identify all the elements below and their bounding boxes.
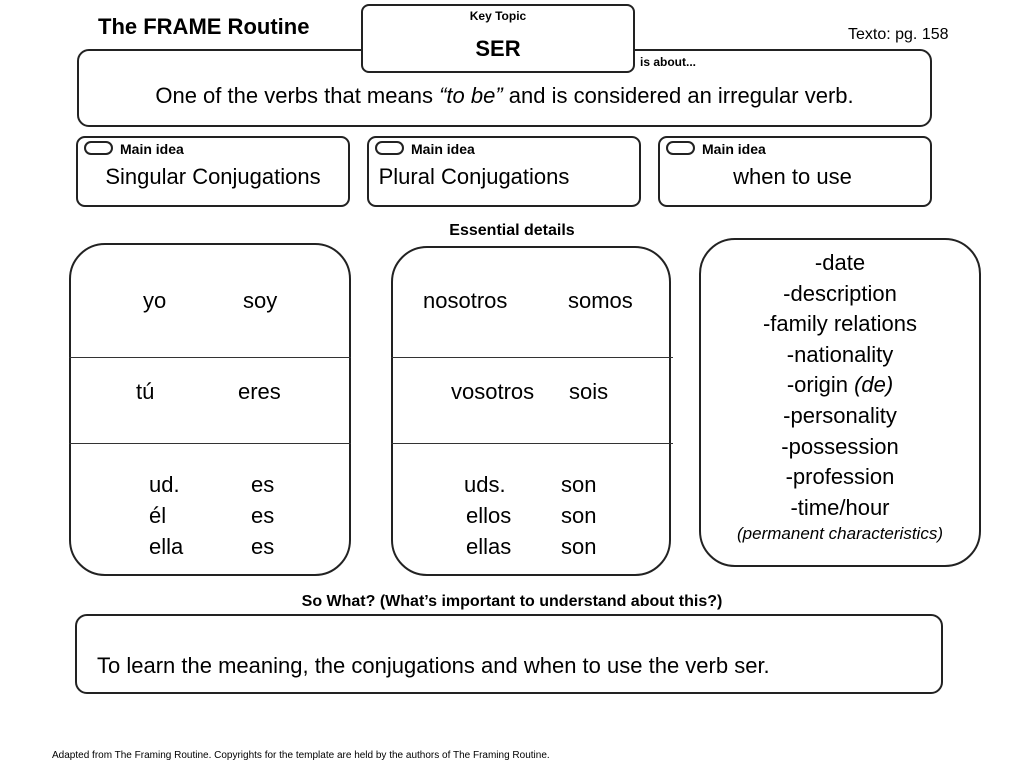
pronoun-ella: ella: [149, 534, 184, 559]
row-divider: [391, 357, 673, 358]
pronoun-uds: uds.: [464, 472, 506, 497]
verb-es: es: [251, 503, 275, 528]
uses-note: (permanent characteristics): [737, 524, 943, 543]
textbook-page-reference: Texto: pg. 158: [848, 26, 949, 43]
main-idea-box-3: Main idea when to use: [658, 136, 932, 207]
use-item-origin: -origin (de): [701, 370, 979, 401]
pronoun-ud: ud.: [149, 472, 180, 497]
pronoun-ellos: ellos: [466, 503, 512, 528]
uses-list: -date -description -family relations -na…: [701, 248, 979, 523]
use-item: -possession: [781, 433, 899, 459]
main-idea-label: Main idea: [120, 141, 184, 157]
row-divider: [69, 357, 351, 358]
verb-son: son: [561, 534, 597, 559]
main-idea-text: Singular Conjugations: [105, 164, 321, 189]
page-title: The FRAME Routine: [98, 14, 310, 39]
pronoun-vosotros: vosotros: [451, 379, 535, 404]
key-topic-value: SER: [475, 36, 521, 61]
verb-sois: sois: [569, 379, 609, 404]
verb-es: es: [251, 472, 275, 497]
definition-post: and is considered an irregular verb.: [502, 83, 854, 108]
main-idea-text: when to use: [733, 164, 852, 189]
key-topic-box: Key Topic SER: [361, 4, 635, 73]
main-idea-pill: [666, 141, 695, 155]
main-idea-box-1: Main idea Singular Conjugations: [76, 136, 350, 207]
verb-somos: somos: [568, 288, 633, 313]
verb-son: son: [561, 503, 597, 528]
verb-son: son: [561, 472, 597, 497]
use-item-origin-note: (de): [854, 372, 894, 398]
so-what-box: To learn the meaning, the conjugations a…: [75, 614, 943, 694]
use-item: -family relations: [762, 311, 918, 337]
so-what-label: So What? (What’s important to understand…: [301, 593, 723, 610]
so-what-text: To learn the meaning, the conjugations a…: [97, 653, 770, 678]
use-item: -nationality: [786, 341, 894, 367]
pronoun-yo: yo: [143, 288, 167, 313]
essential-details-label: Essential details: [449, 222, 575, 239]
use-item-origin-text: -origin: [786, 372, 855, 398]
definition-pre: One of the verbs that means: [155, 83, 440, 108]
key-topic-label: Key Topic: [469, 9, 527, 23]
is-about-label: is about...: [640, 55, 697, 69]
row-divider: [391, 443, 673, 444]
use-item: -personality: [783, 402, 897, 428]
use-item: -description: [783, 280, 897, 306]
main-idea-text: Plural Conjugations: [378, 164, 570, 189]
use-item: -date: [814, 250, 866, 275]
row-divider: [69, 443, 351, 444]
pronoun-tu: tú: [136, 379, 155, 404]
singular-conjugation-box: yo soy tú eres ud. es él es ella es: [69, 243, 351, 576]
uses-box: -date -description -family relations -na…: [699, 238, 981, 567]
definition-text: One of the verbs that means “to be” and …: [79, 83, 930, 109]
pronoun-nosotros: nosotros: [423, 288, 508, 313]
verb-eres: eres: [238, 379, 281, 404]
footer-credit: Adapted from The Framing Routine. Copyri…: [52, 750, 550, 761]
definition-quote: “to be”: [439, 83, 503, 108]
verb-es: es: [251, 534, 275, 559]
pronoun-ellas: ellas: [466, 534, 512, 559]
main-idea-label: Main idea: [411, 141, 475, 157]
main-idea-pill: [375, 141, 404, 155]
verb-soy: soy: [243, 288, 278, 313]
use-item: -time/hour: [790, 494, 890, 520]
main-idea-label: Main idea: [702, 141, 766, 157]
main-idea-box-2: Main idea Plural Conjugations: [367, 136, 641, 207]
use-item: -profession: [785, 464, 895, 490]
plural-conjugation-box: nosotros somos vosotros sois uds. son el…: [391, 246, 671, 576]
main-idea-pill: [84, 141, 113, 155]
pronoun-el: él: [149, 503, 167, 528]
